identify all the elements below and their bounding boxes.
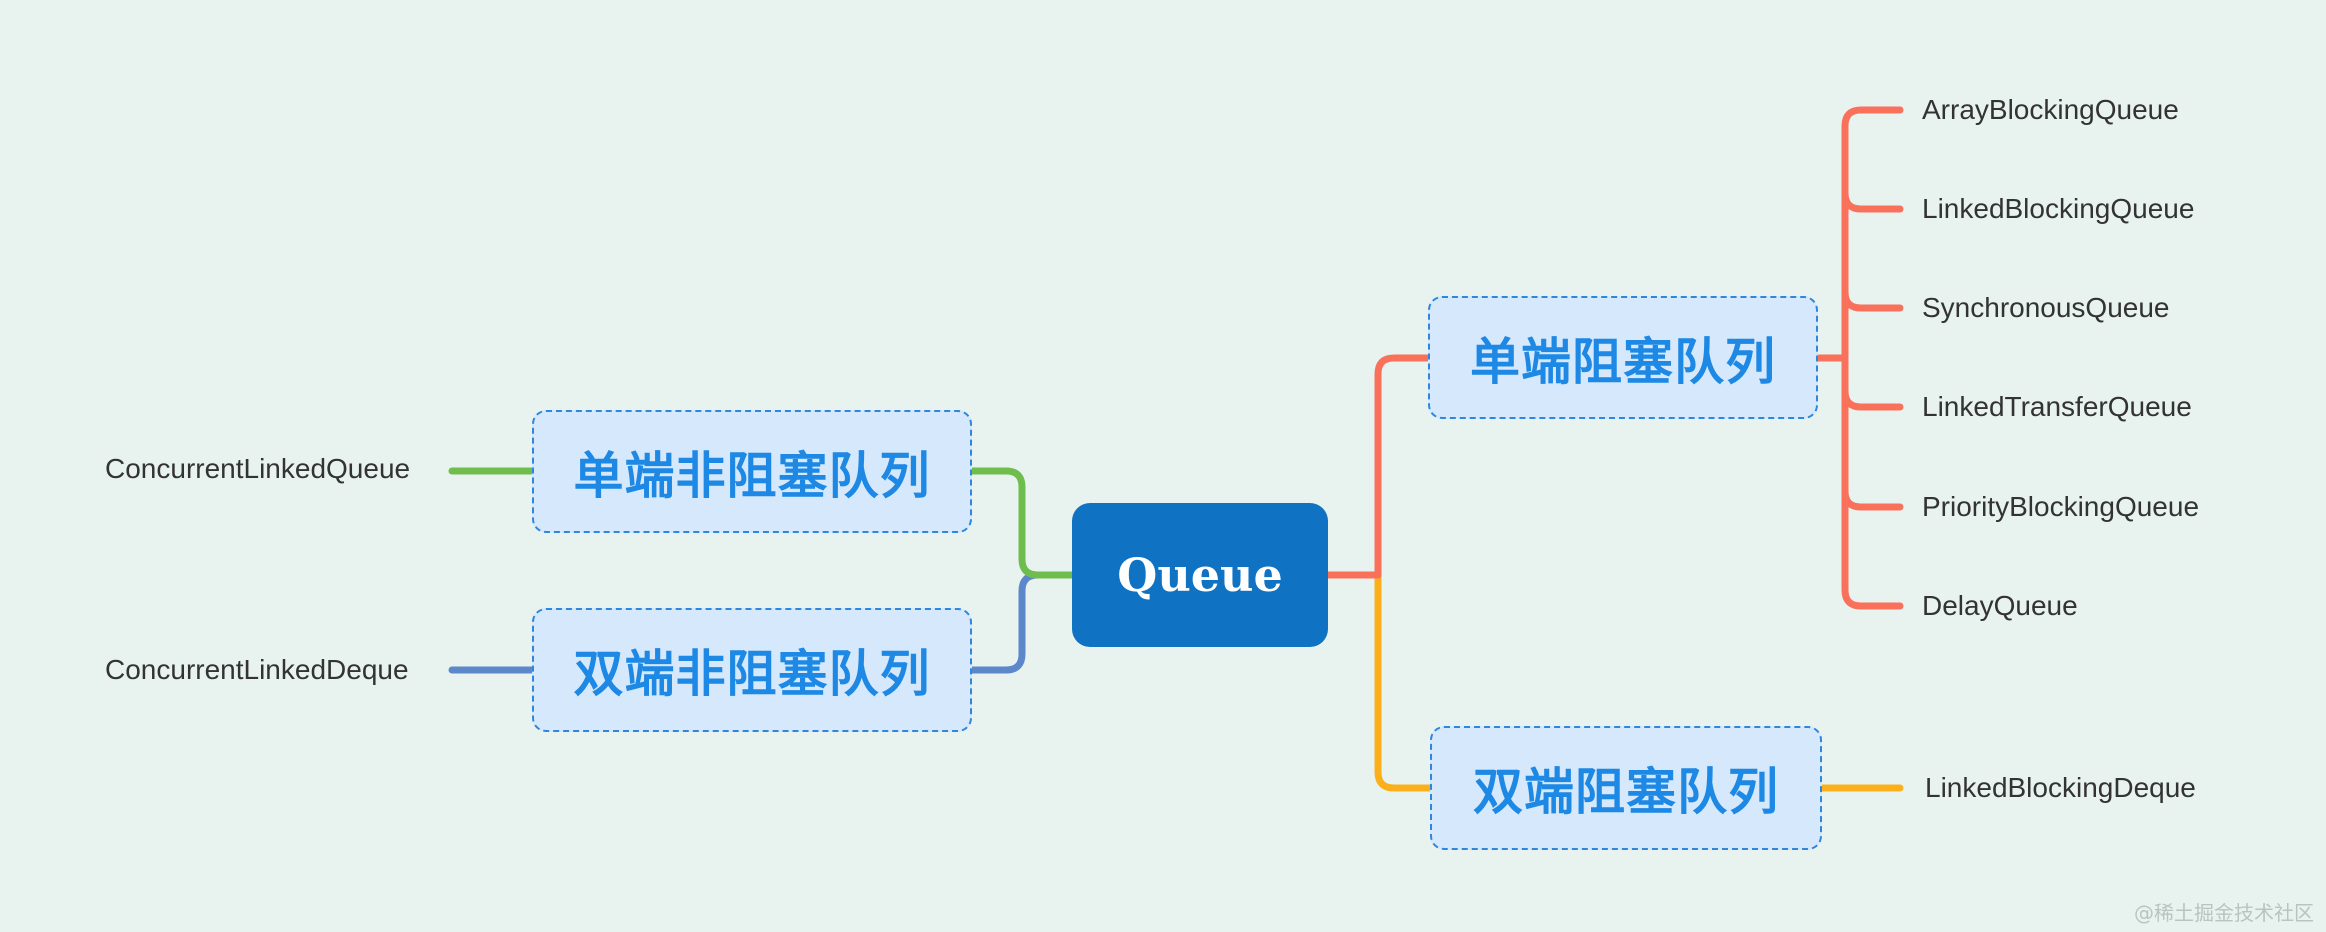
branch-node-label: 单端非阻塞队列 — [573, 447, 931, 504]
branch-node-deque-nonblocking[interactable]: 双端非阻塞队列 — [532, 608, 972, 732]
leaf-node-linkedtransferqueue[interactable]: LinkedTransferQueue — [1922, 391, 2192, 422]
connector-trunk — [1841, 106, 1904, 610]
branch-node-label: 单端阻塞队列 — [1470, 333, 1776, 390]
leaf-node-concurrentlinkeddeque[interactable]: ConcurrentLinkedDeque — [105, 654, 409, 685]
branch-node-label: 双端阻塞队列 — [1473, 764, 1779, 820]
branch-node-single-nonblocking[interactable]: 单端非阻塞队列 — [532, 410, 972, 533]
connector-leaf-priorityblockingqueue — [1841, 487, 1904, 511]
branch-node-label: 双端非阻塞队列 — [573, 646, 931, 702]
connector-single-nonblocking-to-root — [968, 467, 1076, 579]
root-node-queue[interactable]: Queue — [1072, 503, 1328, 647]
connector-root-to-deque-blocking — [1374, 571, 1434, 792]
branch-node-single-blocking[interactable]: 单端阻塞队列 — [1428, 296, 1818, 419]
connector-root-to-single-blocking — [1324, 354, 1432, 579]
leaf-node-delayqueue[interactable]: DelayQueue — [1922, 590, 2078, 621]
leaf-node-linkedblockingqueue[interactable]: LinkedBlockingQueue — [1922, 193, 2195, 224]
connector-leaf-synchronousqueue — [1841, 288, 1904, 312]
connector-leaf-linkedtransferqueue — [1841, 387, 1904, 411]
root-node-label: Queue — [1117, 548, 1283, 602]
leaf-node-concurrentlinkedqueue[interactable]: ConcurrentLinkedQueue — [105, 453, 411, 484]
connector-deque-nonblocking-to-root — [968, 571, 1076, 674]
branch-node-deque-blocking[interactable]: 双端阻塞队列 — [1430, 726, 1822, 850]
connector-leaf-linkedblockingqueue — [1841, 189, 1904, 213]
leaf-node-priorityblockingqueue[interactable]: PriorityBlockingQueue — [1922, 491, 2200, 522]
leaf-node-linkedblockingdeque[interactable]: LinkedBlockingDeque — [1925, 772, 2196, 803]
leaf-node-arrayblockingqueue[interactable]: ArrayBlockingQueue — [1922, 94, 2179, 125]
watermark-text: @稀土掘金技术社区 — [2134, 901, 2314, 925]
leaf-node-synchronousqueue[interactable]: SynchronousQueue — [1922, 292, 2170, 323]
